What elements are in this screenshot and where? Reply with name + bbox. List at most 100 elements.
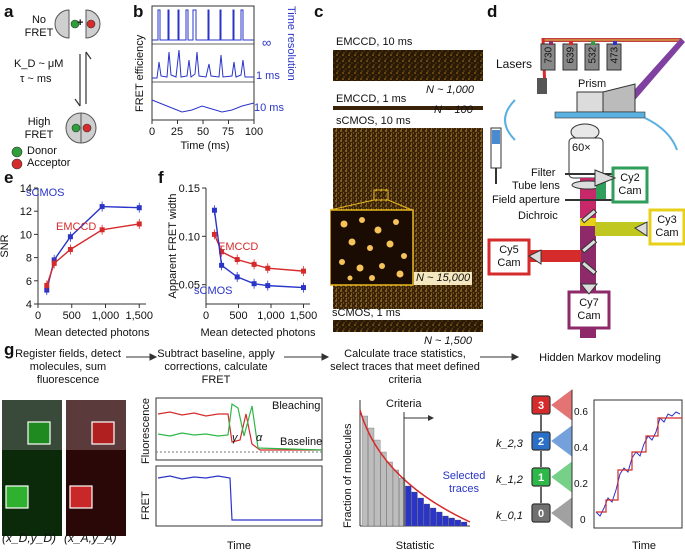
histogram-bar	[461, 521, 468, 527]
acceptor-trace	[157, 411, 322, 451]
series-line-emccd	[46, 223, 140, 286]
trace-label-1ms: 1 ms	[256, 70, 280, 82]
acceptor-dot	[86, 19, 96, 29]
legend-donor: Donor	[27, 145, 57, 157]
label-scmos-1ms-n: N ~ 1,500	[424, 335, 473, 347]
rate-k01: k_0,1	[496, 510, 523, 522]
y-tick-label: 14	[20, 183, 32, 195]
panel-letter-c: c	[314, 2, 324, 21]
step-1-text: Register fields, detect molecules, sum f…	[15, 348, 121, 386]
fret-trace	[157, 475, 322, 521]
camera-cy3	[648, 208, 685, 246]
laser-line-639: 639	[565, 46, 577, 64]
state-label-0: 0	[538, 508, 544, 520]
label-emccd-10ms-n: N ~ 1,000	[426, 84, 475, 96]
label-scmos-1ms: sCMOS, 1 ms	[332, 307, 401, 319]
trace-label-10ms: 10 ms	[254, 102, 284, 114]
bleaching-label: Bleaching	[272, 400, 321, 412]
state-emission-1	[551, 461, 573, 493]
prism	[576, 91, 604, 113]
histogram-bar	[436, 511, 443, 527]
hmm-ytick-06: 0.6	[574, 407, 588, 418]
y-tick-label: 10	[20, 229, 32, 241]
lasers-label: Lasers	[496, 57, 533, 71]
step-4-text: Hidden Markov modeling	[539, 352, 661, 364]
y-tick-label: 0.15	[179, 183, 200, 195]
state-box-1	[531, 467, 551, 487]
hmm-ytick-0: 0	[580, 515, 586, 526]
histogram-bar	[448, 517, 455, 527]
histogram-bar	[374, 439, 381, 527]
series-line-scmos	[213, 210, 304, 289]
dichroic-label: Dichroic	[518, 210, 558, 222]
time-resolution-label: Time resolution	[285, 6, 297, 81]
cam-cy5-label: Cy5 Cam	[497, 244, 521, 269]
panel-letter-e: e	[4, 168, 14, 187]
y-tick-label: 8	[26, 253, 32, 265]
trace-10ms	[151, 99, 255, 113]
x-tick-label: 1,500	[125, 310, 153, 322]
panel-letter-d: d	[487, 2, 498, 21]
histogram-xlabel: Statistic	[395, 540, 435, 552]
hmm-time-label: Time	[631, 540, 657, 552]
selected-traces-label: Selected traces	[442, 470, 486, 495]
panel-b-xlabel: Time (ms)	[180, 140, 230, 152]
rate-k12: k_1,2	[496, 474, 523, 486]
hmm-ytick-02: 0.2	[574, 479, 588, 490]
cam-cy3-label: Cy3 Cam	[655, 214, 679, 239]
trace-label-infinite: ∞	[262, 35, 272, 50]
mirror	[537, 78, 547, 94]
donor-field-image	[2, 400, 62, 536]
state-box-3	[531, 395, 551, 415]
step-3-text: Calculate trace statistics, select trace…	[330, 348, 480, 386]
x-tick-label: 500	[63, 310, 81, 322]
panel-letter-g: g	[4, 340, 15, 359]
label-scmos-10ms: sCMOS, 10 ms	[336, 115, 411, 127]
fret-ylabel: FRET	[140, 491, 152, 520]
rate-k23: k_2,3	[496, 438, 523, 450]
x-tick-label: 0	[203, 310, 209, 322]
y-tick-label: 0.10	[179, 231, 200, 243]
histogram-bar	[361, 415, 368, 527]
histogram-bar	[442, 515, 449, 527]
panel-letter-a: a	[4, 2, 14, 21]
donor-dot	[70, 19, 80, 29]
step-2-text: Subtract baseline, apply corrections, ca…	[157, 348, 275, 386]
label-emccd-1ms-n: N ~ 100	[434, 104, 473, 116]
camera-cy2	[611, 166, 649, 204]
fluorescence-ylabel: Fluorescence	[140, 397, 152, 464]
panel-d-microscope	[487, 37, 685, 338]
state-label-1: 1	[538, 472, 544, 484]
histogram-fit-curve	[359, 409, 471, 523]
x-tick-label: 1,000	[257, 310, 285, 322]
donor-trace	[157, 402, 323, 451]
histogram-ylabel: Fraction of molecules	[342, 423, 354, 528]
panel-letter-f: f	[158, 168, 164, 187]
legend-acceptor: Acceptor	[27, 157, 71, 169]
flow-cell	[554, 111, 646, 119]
hmm-trace-box	[593, 399, 683, 529]
histogram-bar	[380, 451, 387, 527]
x-axis-label: Mean detected photons	[201, 327, 316, 339]
panel-b-traces	[151, 5, 255, 124]
label-emccd-1ms: EMCCD, 1 ms	[336, 93, 407, 105]
b-xtick-75: 75	[221, 126, 235, 138]
state-box-2	[531, 431, 551, 451]
gamma-label: γ	[232, 432, 238, 444]
state-emission-2	[551, 425, 573, 457]
image-emccd-1ms	[333, 106, 483, 110]
x-tick-label: 1,500	[290, 310, 318, 322]
histogram-bar	[430, 507, 437, 527]
legend-acceptor-dot	[11, 158, 23, 170]
fret-trace-box	[155, 465, 323, 527]
trace-infinite	[152, 9, 254, 41]
b-xtick-100: 100	[244, 126, 264, 138]
trace-time-label: Time	[226, 540, 252, 552]
camera-cy5	[487, 238, 531, 276]
state-box-0	[531, 503, 551, 523]
fluorescence-trace-box	[155, 397, 323, 461]
